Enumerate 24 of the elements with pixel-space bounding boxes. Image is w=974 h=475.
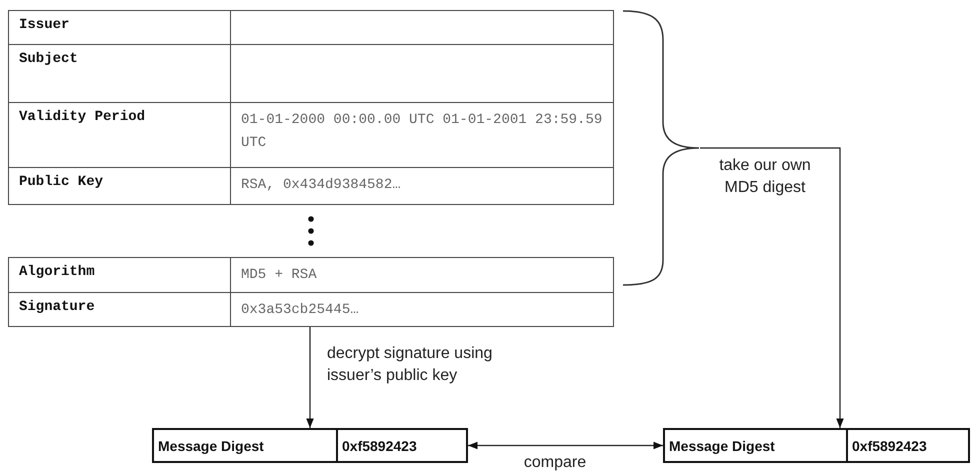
edge-label: take our own MD5 digest xyxy=(719,157,811,196)
edge-label: compare xyxy=(524,454,586,471)
field-name: Validity Period xyxy=(19,109,146,126)
field-name: Signature xyxy=(19,298,95,315)
field-value: RSA, 0x434d9384582… xyxy=(241,176,401,196)
arrow xyxy=(700,147,844,428)
digest-box xyxy=(663,428,970,463)
certificate-table xyxy=(8,10,614,205)
field-name: Issuer xyxy=(19,17,70,33)
arrow xyxy=(306,327,314,428)
edge-label: decrypt signature using issuer’s public key xyxy=(327,345,492,384)
field-name: Subject xyxy=(19,50,78,67)
digest-name: Message Digest xyxy=(669,438,775,454)
certificate-table xyxy=(8,257,614,327)
digest-box xyxy=(152,428,468,463)
field-name: Algorithm xyxy=(19,264,95,280)
field-value: 01-01-2000 00:00.00 UTC 01-01-2001 23:59.59 UTC xyxy=(241,111,603,154)
field-value: MD5 + RSA xyxy=(241,266,317,285)
digest-value: 0xf5892423 xyxy=(852,438,927,454)
field-value: 0x3a53cb25445… xyxy=(241,300,359,320)
digest-value: 0xf5892423 xyxy=(342,438,417,454)
digest-name: Message Digest xyxy=(158,438,264,454)
arrow xyxy=(468,442,663,450)
field-name: Public Key xyxy=(19,174,104,190)
